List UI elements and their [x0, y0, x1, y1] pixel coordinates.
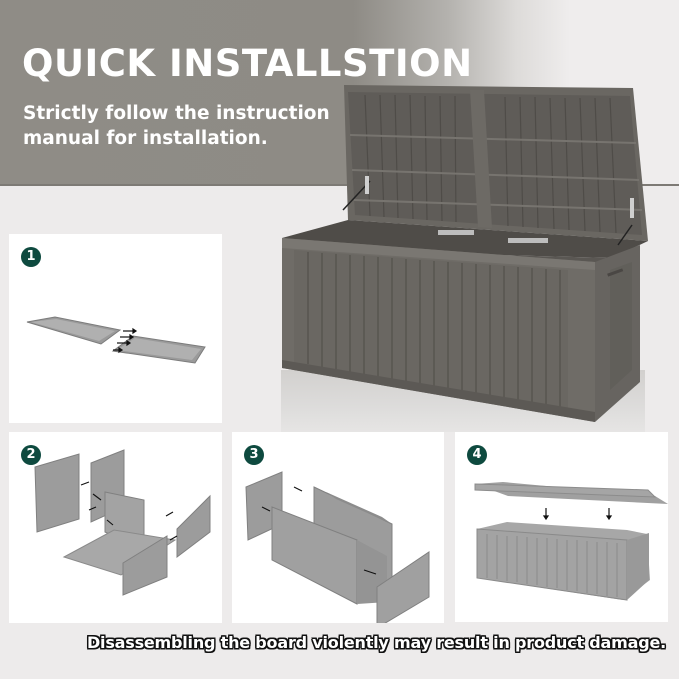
step-number-badge: 1	[21, 247, 41, 267]
front-back-walls-attach-illustration	[245, 471, 430, 623]
page-subtitle: Strictly follow the instruction manual f…	[23, 103, 330, 149]
open-storage-box-image	[270, 80, 679, 432]
step-card-1: 1	[9, 234, 222, 423]
step-card-4: 4	[455, 432, 668, 622]
step-number-badge: 4	[467, 445, 487, 465]
side-walls-attach-illustration	[34, 449, 211, 596]
step-card-2: 2	[9, 432, 222, 623]
base-panels-join-illustration	[26, 316, 206, 364]
step-number-badge: 3	[244, 445, 264, 465]
warning-note: Disassembling the board violently may re…	[86, 633, 666, 652]
step-number-badge: 2	[21, 445, 41, 465]
page-title: QUICK INSTALLSTION	[22, 42, 473, 85]
lid-attach-illustration	[474, 482, 668, 601]
step-card-3: 3	[232, 432, 444, 623]
